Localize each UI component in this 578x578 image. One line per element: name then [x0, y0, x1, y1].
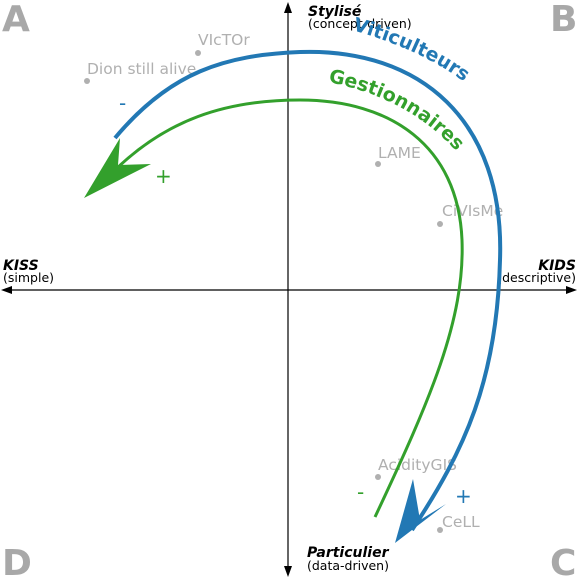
model-label-lame: LAME [378, 144, 421, 162]
viticulteurs-arrowhead [395, 479, 446, 543]
model-dot-civisme [437, 221, 443, 227]
viticulteurs-end-sign: + [455, 484, 472, 508]
corner-label-top-right: B [550, 0, 577, 40]
model-points: VIcTOr Dion still alive LAME CiVIsMe Aci… [84, 31, 503, 533]
corner-label-top-left: A [2, 0, 30, 40]
axis-arrow-left [1, 286, 12, 294]
axis-right-title: KIDS [538, 258, 576, 274]
corner-label-bottom-left: D [2, 543, 32, 578]
axis-top-subtitle: (concept-driven) [308, 16, 412, 31]
model-dot-aciditygis [375, 474, 381, 480]
model-dot-lame [375, 161, 381, 167]
gestionnaires-end-sign: + [155, 164, 172, 188]
axis-top-title: Stylisé [308, 4, 362, 20]
corner-label-bottom-right: C [550, 543, 576, 578]
model-label-dion: Dion still alive [87, 60, 196, 78]
model-label-civisme: CiVIsMe [442, 202, 503, 220]
viticulteurs-arrow-line [113, 49, 503, 532]
model-label-cell: CeLL [442, 513, 480, 531]
gestionnaires-curve: Gestionnaires - + [84, 65, 469, 518]
model-dot-victor [195, 50, 201, 56]
axis-arrow-right [566, 286, 577, 294]
axis-bottom-subtitle: (data-driven) [307, 558, 389, 573]
axis-left-title: KISS [3, 258, 39, 274]
axis-left-subtitle: (simple) [3, 270, 54, 285]
axis-bottom-title: Particulier [307, 545, 390, 561]
model-dot-dion [84, 78, 90, 84]
model-label-victor: VIcTOr [198, 31, 250, 49]
gestionnaires-arrow-line [110, 98, 464, 518]
model-dot-cell [437, 527, 443, 533]
viticulteurs-start-sign: - [119, 91, 126, 115]
axis-right-subtitle: (descriptive) [497, 270, 576, 285]
axis-arrow-up [284, 2, 292, 13]
gestionnaires-start-sign: - [357, 480, 364, 504]
gestionnaires-arrowhead [84, 138, 151, 198]
gestionnaires-label: Gestionnaires [327, 65, 469, 154]
axis-arrow-down [284, 566, 292, 577]
